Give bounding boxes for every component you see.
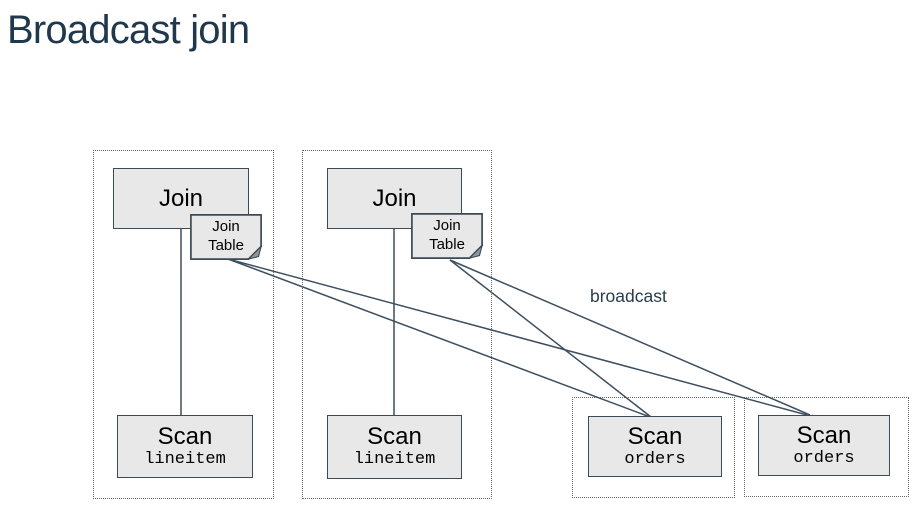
join-label-1: Join — [158, 184, 204, 212]
scan-label: Scan — [367, 423, 422, 450]
scan-lineitem-box-2: Scan lineitem — [327, 415, 462, 479]
join-label-2: Join — [372, 184, 417, 212]
scan-orders-box-1: Scan orders — [588, 416, 722, 477]
note-shape-icon — [190, 214, 262, 260]
note-line2: Table — [429, 236, 465, 253]
note-line1: Join — [212, 218, 240, 235]
note-line1: Join — [433, 217, 461, 234]
scan-lineitem-box-1: Scan lineitem — [117, 415, 253, 478]
scan-label: Scan — [796, 421, 852, 449]
broadcast-fragment-2 — [744, 397, 909, 497]
join-table-note-2: Join Table — [411, 213, 483, 259]
scan-table-label: orders — [793, 448, 855, 468]
scan-table-label: lineitem — [144, 449, 226, 469]
note-shape-icon — [411, 213, 483, 259]
scan-table-label: lineitem — [353, 450, 436, 469]
note-line2: Table — [208, 237, 244, 254]
scan-table-label: orders — [624, 449, 686, 469]
join-table-note-1: Join Table — [190, 214, 262, 260]
scan-label: Scan — [627, 422, 683, 450]
broadcast-edge-label: broadcast — [590, 286, 667, 306]
join-box-1: Join — [113, 168, 249, 229]
broadcast-edge-note2-orders2 — [449, 259, 811, 416]
page-title: Broadcast join — [7, 8, 250, 52]
scan-orders-box-2: Scan orders — [758, 415, 890, 476]
scan-label: Scan — [157, 422, 213, 450]
